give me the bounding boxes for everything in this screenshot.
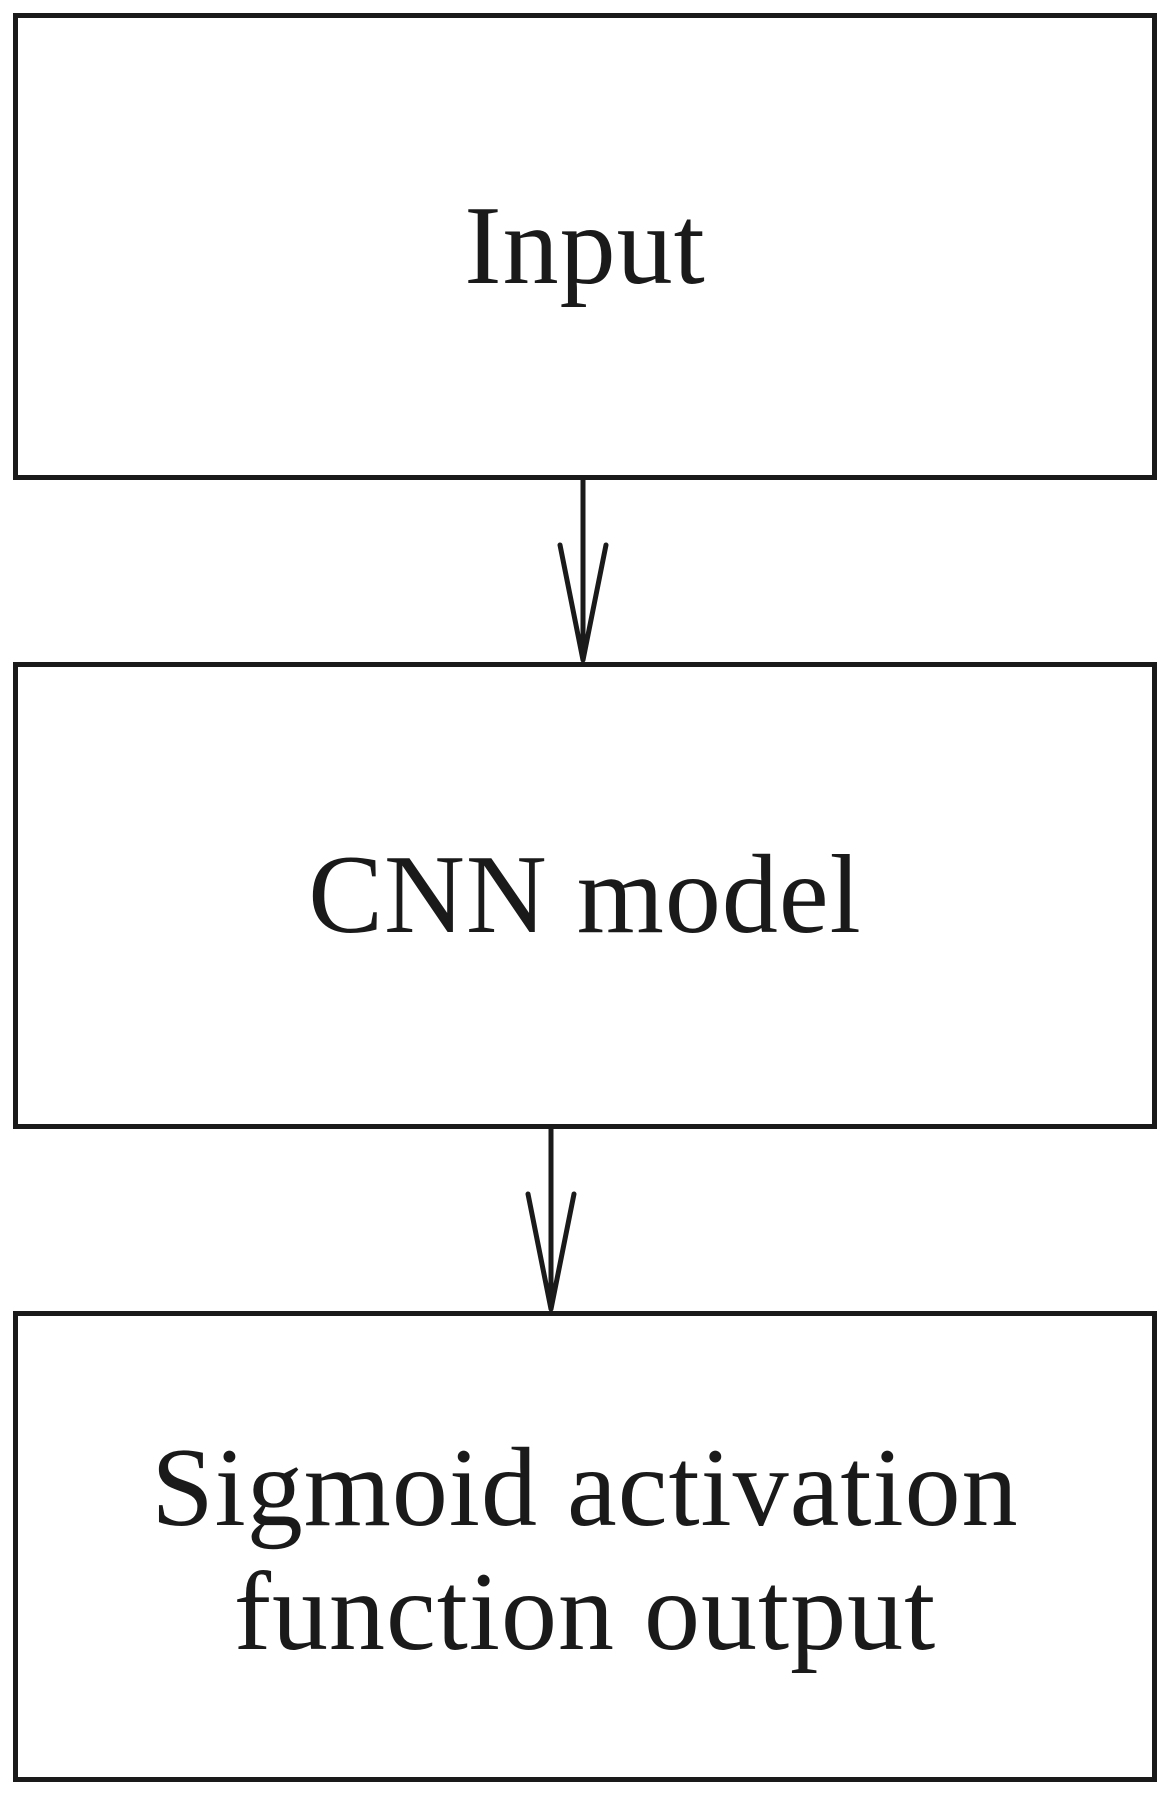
cnn-model-node: CNN model xyxy=(13,662,1157,1129)
cnn-model-node-label: CNN model xyxy=(308,832,862,957)
arrow-cnn-to-sigmoid xyxy=(525,1126,577,1312)
input-node-label: Input xyxy=(464,183,706,308)
sigmoid-output-node-label: Sigmoid activation function output xyxy=(151,1426,1019,1674)
sigmoid-output-node: Sigmoid activation function output xyxy=(13,1311,1157,1782)
arrow-input-to-cnn xyxy=(557,477,609,663)
input-node: Input xyxy=(13,13,1157,480)
